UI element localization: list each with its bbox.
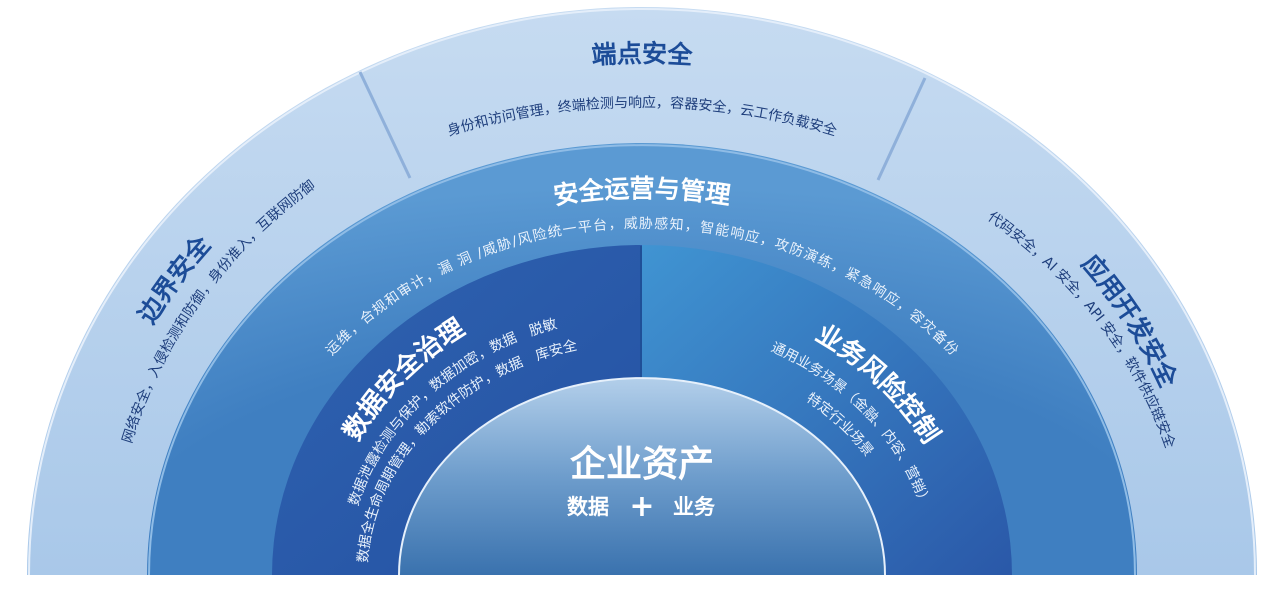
outer-divider-right — [876, 77, 927, 181]
bottom-baseline — [0, 576, 1262, 593]
core-data-label: 数据 — [567, 495, 609, 519]
plus-icon: + — [629, 489, 654, 524]
core-circle-highlight — [398, 377, 886, 576]
middle-ring-highlight — [148, 144, 1136, 576]
endpoint-security-title: 端点安全 — [591, 39, 694, 70]
outer-ring-highlight — [28, 8, 1256, 576]
core-business-label: 业务 — [673, 495, 716, 519]
core-circle — [399, 378, 885, 575]
enterprise-assets-title: 企业资产 — [570, 443, 714, 485]
outer-divider-left — [358, 71, 412, 179]
